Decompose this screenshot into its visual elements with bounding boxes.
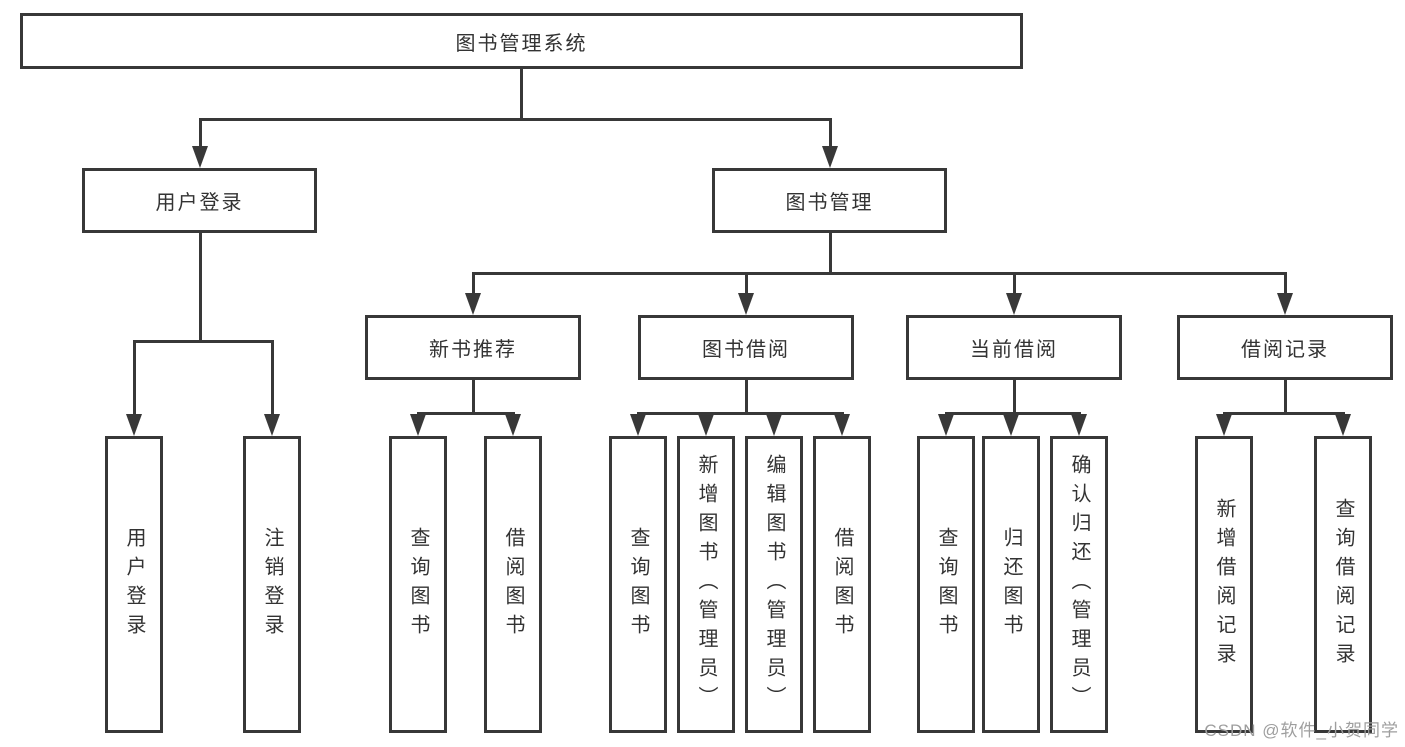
leaf-edit-book-admin: 编辑图书（管理员） [745, 436, 803, 733]
leaf-label: 查询图书 [935, 526, 957, 643]
arrow-down-icon [834, 414, 850, 436]
arrow-down-icon [126, 414, 142, 436]
leaf-label: 归还图书 [1000, 526, 1022, 643]
leaf-query-borrow-record: 查询借阅记录 [1314, 436, 1372, 733]
connector-hline [471, 272, 1286, 275]
arrow-down-icon [630, 414, 646, 436]
arrow-down-icon [505, 414, 521, 436]
connector-vline [744, 272, 748, 295]
arrow-down-icon [1071, 414, 1087, 436]
leaf-label: 新增图书（管理员） [695, 454, 717, 715]
leaf-label: 确认归还（管理员） [1068, 454, 1090, 715]
connector-hline [416, 412, 515, 415]
connector-vline [471, 380, 475, 412]
connector-vline [1012, 380, 1016, 412]
connector-vline [1283, 380, 1287, 412]
leaf-logout: 注销登录 [243, 436, 301, 733]
leaf-label: 编辑图书（管理员） [763, 454, 785, 715]
connector-vline [828, 118, 832, 148]
connector-vline [132, 340, 136, 416]
arrow-down-icon [1006, 293, 1022, 315]
leaf-label: 借阅图书 [502, 526, 524, 643]
node-user-login: 用户登录 [82, 168, 317, 233]
leaf-query-books-newbook: 查询图书 [389, 436, 447, 733]
arrow-down-icon [465, 293, 481, 315]
leaf-confirm-return-admin: 确认归还（管理员） [1050, 436, 1108, 733]
arrow-down-icon [1335, 414, 1351, 436]
connector-vline [1012, 272, 1016, 295]
leaf-add-borrow-record: 新增借阅记录 [1195, 436, 1253, 733]
arrow-down-icon [410, 414, 426, 436]
arrow-down-icon [264, 414, 280, 436]
node-borrowing-records: 借阅记录 [1177, 315, 1393, 380]
connector-hline [198, 118, 832, 121]
connector-vline [471, 272, 475, 295]
arrow-down-icon [766, 414, 782, 436]
leaf-user-login: 用户登录 [105, 436, 163, 733]
node-current-borrowing: 当前借阅 [906, 315, 1122, 380]
node-new-book-recommendation: 新书推荐 [365, 315, 581, 380]
leaf-query-books-current: 查询图书 [917, 436, 975, 733]
node-book-management: 图书管理 [712, 168, 947, 233]
connector-vline [198, 233, 202, 340]
leaf-label: 查询图书 [627, 526, 649, 643]
arrow-down-icon [738, 293, 754, 315]
leaf-label: 借阅图书 [831, 526, 853, 643]
arrow-down-icon [1003, 414, 1019, 436]
leaf-label: 用户登录 [123, 526, 145, 643]
connector-vline [519, 69, 523, 118]
arrow-down-icon [1277, 293, 1293, 315]
connector-hline [636, 412, 844, 415]
node-library-system: 图书管理系统 [20, 13, 1023, 69]
connector-vline [198, 118, 202, 148]
leaf-borrow-books-borrowing: 借阅图书 [813, 436, 871, 733]
arrow-down-icon [192, 146, 208, 168]
leaf-query-books-borrowing: 查询图书 [609, 436, 667, 733]
connector-hline [132, 340, 274, 343]
leaf-label: 新增借阅记录 [1213, 497, 1235, 672]
connector-vline [1283, 272, 1287, 295]
arrow-down-icon [1216, 414, 1232, 436]
arrow-down-icon [938, 414, 954, 436]
connector-vline [828, 233, 832, 272]
connector-hline [944, 412, 1081, 415]
connector-hline [1222, 412, 1345, 415]
watermark: CSDN @软件_小贺同学 [1204, 721, 1399, 740]
connector-vline [744, 380, 748, 412]
arrow-down-icon [698, 414, 714, 436]
arrow-down-icon [822, 146, 838, 168]
leaf-add-book-admin: 新增图书（管理员） [677, 436, 735, 733]
leaf-borrow-books-newbook: 借阅图书 [484, 436, 542, 733]
leaf-return-books: 归还图书 [982, 436, 1040, 733]
node-book-borrowing: 图书借阅 [638, 315, 854, 380]
leaf-label: 注销登录 [261, 526, 283, 643]
connector-vline [270, 340, 274, 416]
leaf-label: 查询图书 [407, 526, 429, 643]
leaf-label: 查询借阅记录 [1332, 497, 1354, 672]
